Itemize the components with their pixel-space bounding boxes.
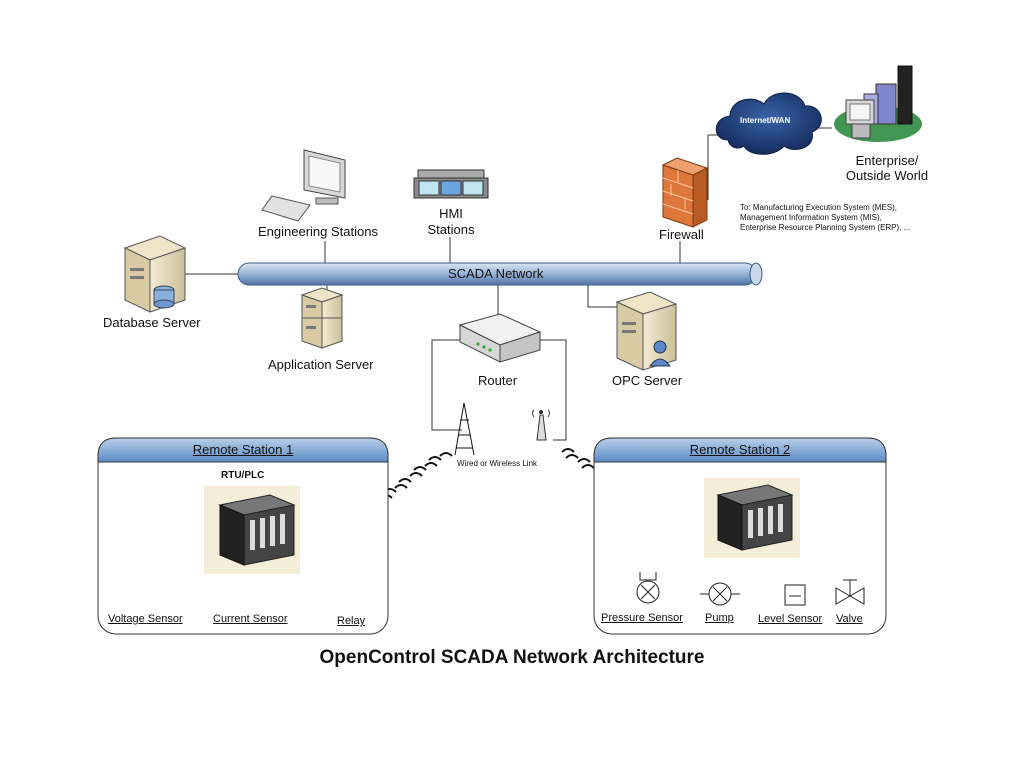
current-sensor-label: Current Sensor [213, 613, 288, 625]
opc-server-label: OPC Server [612, 373, 683, 388]
hmi-stations-label: HMI Stations [427, 206, 475, 237]
relay-label: Relay [337, 615, 366, 627]
valve-label: Valve [836, 613, 863, 625]
scada-network-label: SCADA Network [448, 266, 544, 281]
database-server-icon [123, 235, 187, 313]
wireless-antenna-icon [532, 409, 550, 441]
database-server-label: Database Server [103, 315, 201, 330]
router-label: Router [478, 373, 518, 388]
remote-station-1-title: Remote Station 1 [192, 442, 294, 457]
remote-station-2-title: Remote Station 2 [689, 442, 791, 457]
engineering-computer-icon [261, 149, 346, 222]
scada-network-pipe [237, 262, 763, 286]
firewall-icon [661, 157, 709, 228]
opc-server-icon [615, 291, 678, 371]
level-sensor-label: Level Sensor [758, 613, 823, 625]
engineering-stations-label: Engineering Stations [258, 224, 378, 239]
pressure-sensor-label: Pressure Sensor [601, 612, 683, 624]
enterprise-label: Enterprise/ Outside World [845, 153, 929, 183]
hmi-station-icon [413, 169, 489, 199]
application-server-label: Application Server [268, 357, 374, 372]
station2-rtu-plc-icon [704, 478, 800, 558]
link-label: Wired or Wireless Link [457, 459, 538, 468]
enterprise-note-line-2: Management Information System (MIS), [740, 213, 882, 222]
internet-cloud-icon [715, 92, 822, 155]
valve-icon [835, 579, 865, 605]
pump-icon [700, 582, 740, 606]
enterprise-note-line-1: To: Manufacturing Execution System (MES)… [740, 203, 897, 212]
rtu-plc-icon [204, 486, 300, 574]
firewall-label: Firewall [659, 227, 704, 242]
router-icon [458, 313, 542, 363]
enterprise-note-line-3: Enterprise Resource Planning System (ERP… [740, 223, 911, 232]
pump-label: Pump [705, 612, 734, 624]
pressure-sensor-icon [636, 572, 660, 604]
diagram-title: OpenControl SCADA Network Architecture [319, 647, 705, 668]
level-sensor-icon [784, 584, 806, 606]
voltage-sensor-label: Voltage Sensor [108, 613, 183, 625]
application-server-icon [300, 287, 344, 349]
internet-wan-label: Internet/WAN [740, 116, 791, 125]
rtu-plc-label: RTU/PLC [221, 470, 265, 481]
radio-tower-icon [454, 402, 475, 456]
enterprise-building-icon [834, 65, 922, 142]
